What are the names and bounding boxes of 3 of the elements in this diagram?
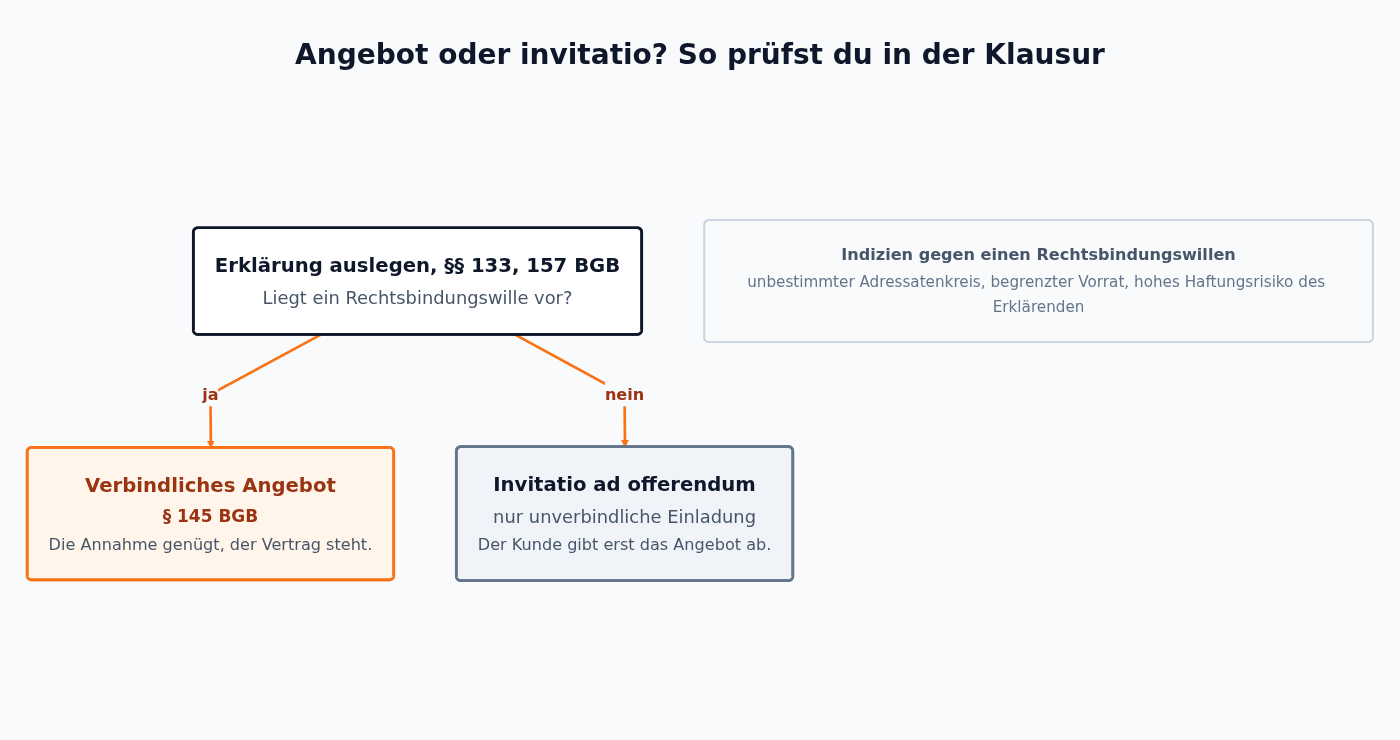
edge-label: nein	[604, 385, 645, 404]
diagram-title: Angebot oder invitatio? So prüfst du in der Klausur	[295, 38, 1105, 71]
edge-label: ja	[202, 385, 219, 404]
